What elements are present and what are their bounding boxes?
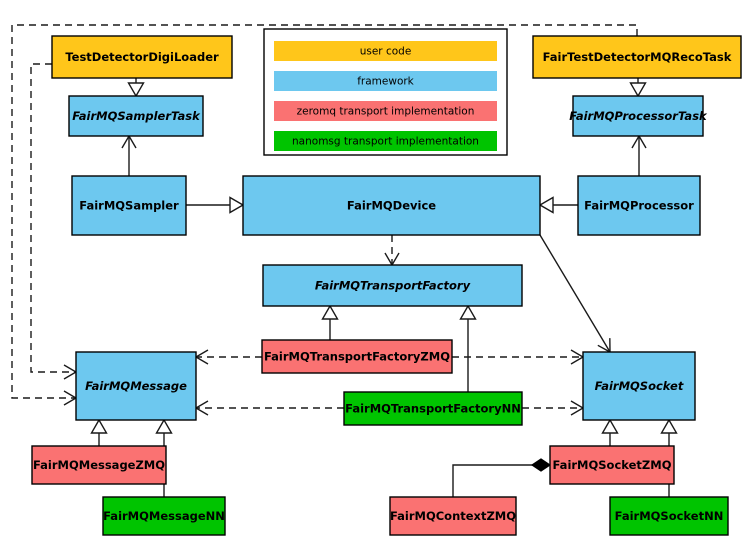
generalization-arrowhead (459, 304, 477, 320)
legend-label-nanomsg: nanomsg transport implementation (292, 136, 479, 148)
class-box-FairMQSocket[interactable]: FairMQSocket (582, 351, 696, 421)
edge-dependency (194, 400, 344, 416)
generalization-arrowhead (660, 418, 678, 434)
edge-generalization (186, 196, 245, 214)
class-box-FairMQSocketZMQ[interactable]: FairMQSocketZMQ (549, 445, 675, 485)
edge-generalization (459, 304, 477, 392)
generalization-arrowhead (321, 304, 339, 320)
legend-swatch-framework (274, 71, 497, 91)
class-box-FairMQTransportFactoryZMQ[interactable]: FairMQTransportFactoryZMQ (261, 339, 453, 374)
class-name-label: FairMQDevice (347, 199, 436, 213)
generalization-arrowhead (155, 418, 173, 434)
edge-generalization (629, 78, 647, 98)
class-box-FairMQSampler[interactable]: FairMQSampler (71, 175, 187, 236)
composition-diamond (530, 458, 552, 472)
legend-item-framework: framework (274, 71, 497, 91)
class-name-label: FairMQMessage (85, 379, 187, 393)
class-name-label: FairMQProcessor (584, 199, 694, 213)
class-box-FairMQProcessor[interactable]: FairMQProcessor (577, 175, 701, 236)
class-box-background (71, 175, 187, 236)
edge-generalization (90, 418, 108, 446)
class-box-FairMQSamplerTask[interactable]: FairMQSamplerTask (68, 95, 204, 137)
edge-dependency (384, 235, 400, 267)
class-name-label: FairMQMessageZMQ (33, 458, 165, 472)
legend-label-zeromq: zeromq transport implementation (297, 106, 475, 118)
class-box-background (549, 445, 675, 485)
class-name-label: FairMQMessageNN (103, 509, 225, 523)
legend-swatch-zeromq (274, 101, 497, 121)
class-box-background (261, 339, 453, 374)
edge-dependency (452, 349, 585, 365)
legend-item-zeromq: zeromq transport implementation (274, 101, 497, 121)
class-name-label: FairTestDetectorMQRecoTask (543, 50, 732, 64)
class-box-FairMQTransportFactory[interactable]: FairMQTransportFactory (262, 264, 523, 307)
generalization-arrowhead (629, 82, 647, 98)
legend-swatch-user_code (274, 41, 497, 61)
legend-item-user_code: user code (274, 41, 497, 61)
legend-layer: user code framework zeromq transport imple… (263, 28, 508, 156)
generalization-arrowhead (601, 418, 619, 434)
legend-swatch-nanomsg (274, 131, 497, 151)
edge-composition (452, 458, 552, 497)
edge-association (121, 134, 137, 176)
class-name-label: TestDetectorDigiLoader (65, 50, 219, 64)
class-box-FairMQMessage[interactable]: FairMQMessage (75, 351, 197, 421)
class-name-label: FairMQTransportFactory (315, 279, 471, 293)
class-name-label: FairMQSocketNN (615, 509, 724, 523)
class-box-background (75, 351, 197, 421)
class-box-background (31, 445, 167, 485)
edge-generalization (321, 304, 339, 340)
edge-dependency (522, 400, 585, 416)
class-box-background (51, 35, 233, 79)
legend-label-framework: framework (357, 76, 414, 88)
class-box-background (577, 175, 701, 236)
class-box-TestDetectorDigiLoader[interactable]: TestDetectorDigiLoader (51, 35, 233, 79)
class-box-background (582, 351, 696, 421)
edge-dependency (539, 234, 611, 354)
class-name-label: FairMQContextZMQ (390, 509, 516, 523)
class-box-FairMQContextZMQ[interactable]: FairMQContextZMQ (389, 496, 517, 536)
class-name-label: FairMQSocketZMQ (553, 458, 672, 472)
edge-generalization (601, 418, 619, 446)
edge-dependency (194, 349, 262, 365)
class-box-background (68, 95, 204, 137)
node-layer: TestDetectorDigiLoaderFairMQSamplerTaskF… (31, 35, 742, 536)
class-name-label: FairMQProcessorTask (569, 109, 708, 123)
class-box-FairMQDevice[interactable]: FairMQDevice (242, 175, 541, 236)
class-box-FairTestDetectorMQRecoTask[interactable]: FairTestDetectorMQRecoTask (532, 35, 742, 79)
class-box-background (262, 264, 523, 307)
class-box-FairMQTransportFactoryNN[interactable]: FairMQTransportFactoryNN (343, 391, 523, 426)
edge-association (631, 134, 647, 176)
generalization-arrowhead (90, 418, 108, 434)
legend-item-nanomsg: nanomsg transport implementation (274, 131, 497, 151)
class-box-FairMQSocketNN[interactable]: FairMQSocketNN (609, 496, 729, 536)
edge-generalization (538, 196, 578, 214)
class-box-background (609, 496, 729, 536)
class-box-background (389, 496, 517, 536)
class-box-FairMQMessageZMQ[interactable]: FairMQMessageZMQ (31, 445, 167, 485)
class-name-label: FairMQTransportFactoryNN (345, 402, 521, 416)
class-box-FairMQProcessorTask[interactable]: FairMQProcessorTask (569, 95, 708, 137)
legend-label-user_code: user code (360, 46, 412, 58)
class-box-background (242, 175, 541, 236)
class-name-label: FairMQSocket (595, 379, 684, 393)
generalization-arrowhead (538, 196, 554, 214)
class-box-FairMQMessageNN[interactable]: FairMQMessageNN (102, 496, 226, 536)
class-name-label: FairMQSamplerTask (72, 109, 201, 123)
class-box-background (572, 95, 704, 137)
class-name-label: FairMQTransportFactoryZMQ (264, 350, 450, 364)
class-box-background (343, 391, 523, 426)
class-box-background (532, 35, 742, 79)
edge-generalization (127, 78, 145, 98)
generalization-arrowhead (229, 196, 245, 214)
class-box-background (102, 496, 226, 536)
class-name-label: FairMQSampler (79, 199, 179, 213)
generalization-arrowhead (127, 82, 145, 98)
